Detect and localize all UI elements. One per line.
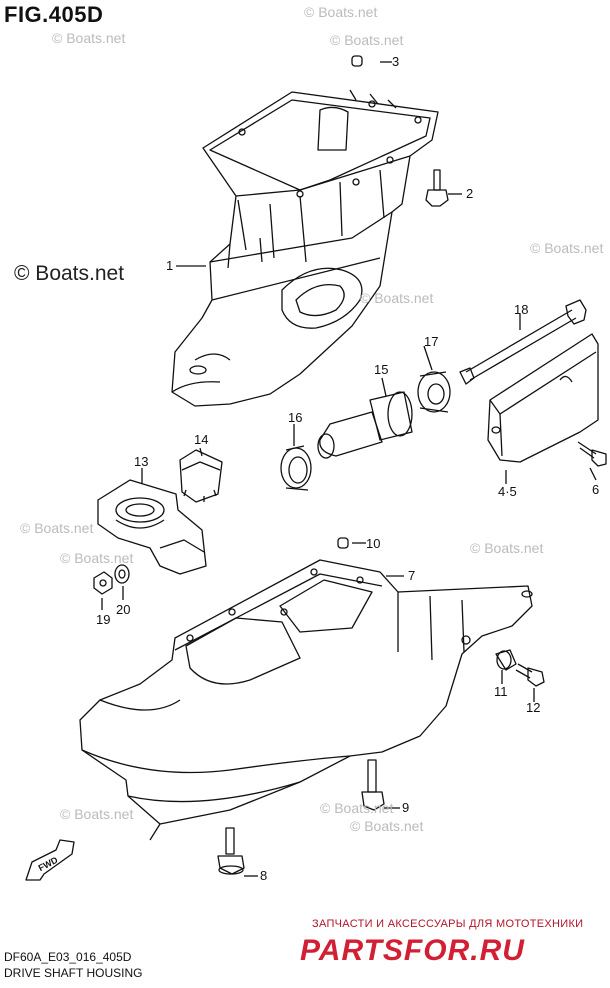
part-1-upper-housing: [171, 89, 439, 407]
callout-15: 15: [374, 362, 388, 377]
callout-1: 1: [166, 258, 173, 273]
callout-4-5: 4·5: [498, 484, 517, 499]
part-13-mount: [97, 479, 207, 575]
watermark: © Boats.net: [20, 520, 94, 536]
callout-18: 18: [514, 302, 528, 317]
watermark: © Boats.net: [60, 550, 134, 566]
part-12-bolt: [515, 663, 545, 687]
part-18-long-bolt: [459, 299, 587, 385]
callout-3: 3: [392, 54, 399, 69]
part-2-bolt: [425, 169, 449, 207]
part-3-dowel-pin: [351, 55, 363, 67]
part-16-grommet: [280, 445, 312, 491]
callout-11: 11: [494, 684, 508, 699]
promo-logo: PARTSFOR.RU: [300, 934, 525, 967]
part-19-nut: [93, 571, 113, 595]
part-15-sleeve: [317, 391, 413, 459]
watermark: © Boats.net: [470, 540, 544, 556]
callout-6: 6: [592, 482, 599, 497]
watermark: © Boats.net: [52, 30, 126, 46]
watermark: © Boats.net: [304, 4, 378, 20]
callout-2: 2: [466, 186, 473, 201]
diagram-code: DF60A_E03_016_405D: [4, 950, 132, 964]
watermark: © Boats.net: [60, 806, 134, 822]
part-6-bolt: [577, 441, 607, 467]
watermark-large: © Boats.net: [14, 262, 125, 285]
watermark: © Boats.net: [530, 240, 604, 256]
page-title: FIG.405D: [4, 2, 104, 27]
watermark: © Boats.net: [320, 800, 394, 816]
watermark: © Boats.net: [330, 32, 404, 48]
callout-12: 12: [526, 700, 540, 715]
part-17-seal: [417, 371, 451, 413]
part-10-pin: [337, 537, 349, 549]
fwd-arrow-icon: [25, 839, 75, 881]
callout-8: 8: [260, 868, 267, 883]
leader-lines: [101, 61, 597, 877]
promo-tagline: ЗАПЧАСТИ И АКСЕССУАРЫ ДЛЯ МОТОТЕХНИКИ: [312, 918, 584, 930]
callout-16: 16: [288, 410, 302, 425]
part-9-bolt: [361, 759, 385, 811]
callout-10: 10: [366, 536, 380, 551]
part-11-collar: [495, 649, 517, 671]
diagram-name: DRIVE SHAFT HOUSING: [4, 966, 143, 980]
callout-13: 13: [134, 454, 148, 469]
callout-17: 17: [424, 334, 438, 349]
watermark: © Boats.net: [360, 290, 434, 306]
part-7-lower-housing: [79, 559, 533, 841]
callout-14: 14: [194, 432, 208, 447]
part-8-bolt: [217, 827, 245, 875]
callout-19: 19: [96, 612, 110, 627]
watermark: © Boats.net: [350, 818, 424, 834]
part-14-bracket: [179, 449, 223, 503]
part-4-5-cover: [487, 333, 599, 463]
callout-7: 7: [408, 568, 415, 583]
part-20-washer: [114, 564, 130, 584]
callout-20: 20: [116, 602, 130, 617]
callout-9: 9: [402, 800, 409, 815]
